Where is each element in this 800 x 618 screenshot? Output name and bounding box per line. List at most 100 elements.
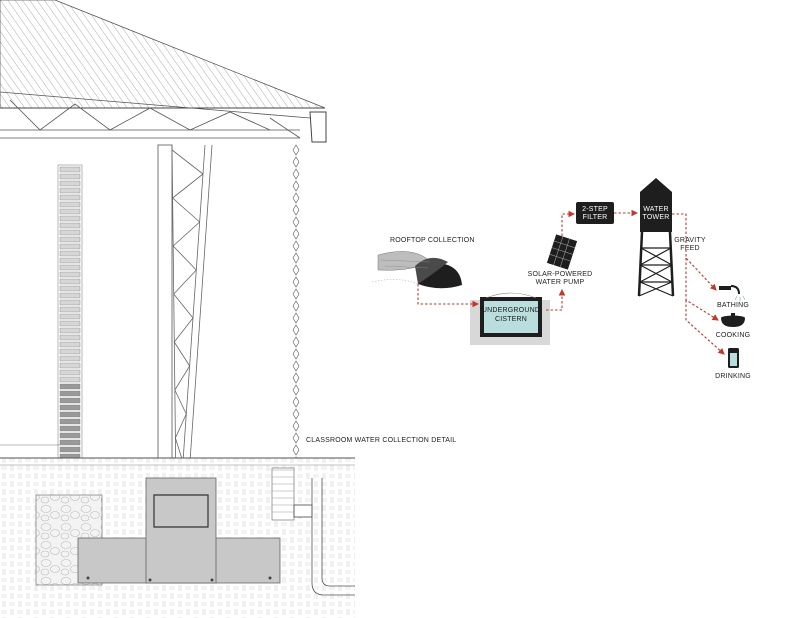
chain-link [292,420,300,432]
lattice-brace [174,365,190,391]
chain-link [292,144,300,156]
brick [59,180,81,187]
arrow-tower-to-bathing [672,213,717,291]
drain-brick [271,467,295,521]
brick [59,432,81,439]
detail-caption: CLASSROOM WATER COLLECTION DETAIL [306,437,456,444]
chain-link [292,444,300,456]
chain-link [292,240,300,252]
rain-chain [292,144,300,516]
brick [59,376,81,383]
solar-panel-icon [546,234,578,270]
flow-arrows [417,209,725,355]
pump-label-2: WATER PUMP [536,279,585,286]
brick [59,201,81,208]
brick [59,264,81,271]
brick [59,418,81,425]
glass-icon [728,348,739,368]
chain-link [292,180,300,192]
brick [59,327,81,334]
brick [59,222,81,229]
brick [59,313,81,320]
brick [59,362,81,369]
tower-label-2: TOWER [643,214,670,221]
brick [59,229,81,236]
chain-link [292,204,300,216]
chain-link [292,216,300,228]
brick [59,173,81,180]
lattice-brace [175,413,187,439]
brick [59,285,81,292]
lattice-brace [172,221,200,247]
brick [59,341,81,348]
brick [59,257,81,264]
arrow-pump-to-filter [561,210,576,236]
arrow-roof-to-cistern [417,284,480,308]
use-label-bathing: BATHING [717,302,749,309]
chain-link [292,228,300,240]
arrow-tower-to-drinking [685,300,725,355]
underground-cistern-icon: UNDERGROUND CISTERN [470,292,550,345]
brick [59,390,81,397]
brick [59,404,81,411]
chain-link [292,312,300,324]
filter-label-1: 2-STEP [582,206,608,213]
brick [59,355,81,362]
pump-label-1: SOLAR-POWERED [528,271,593,278]
lattice-brace [171,149,204,175]
chain-link [292,300,300,312]
chain-link [292,432,300,444]
chain-link [292,252,300,264]
brick [59,243,81,250]
classroom-section-drawing [0,0,355,618]
brick [59,278,81,285]
brick [59,439,81,446]
brick [59,187,81,194]
brick [59,334,81,341]
base-plate [153,494,209,528]
chain-link [292,372,300,384]
chain-link [292,396,300,408]
lattice-brace [173,317,194,343]
brick [59,299,81,306]
roof-truss [0,91,311,139]
arrow-tower-to-cooking [685,258,719,321]
roof-gutter [309,111,327,143]
filter-box: 2-STEP FILTER [576,202,614,224]
pot-icon [721,313,745,327]
chain-link [292,192,300,204]
chain-link [292,408,300,420]
brick [59,425,81,432]
lattice-brace [172,245,197,271]
brick [59,271,81,278]
brick [59,250,81,257]
steel-post [157,144,173,491]
brick [59,383,81,390]
chain-link [292,156,300,168]
chain-link [292,336,300,348]
chain-link [292,288,300,300]
chain-link [292,348,300,360]
brick [59,411,81,418]
brick [59,369,81,376]
drain-pipe [311,478,355,596]
gravity-label-1: GRAVITY [674,237,706,244]
gravity-label-2: FEED [680,245,699,252]
arrow-cistern-to-pump [546,288,566,311]
lattice-column [171,144,213,491]
rooftop-collection-label: ROOFTOP COLLECTION [390,237,475,244]
brick [59,306,81,313]
concrete-pier [145,477,217,584]
brick [59,208,81,215]
brick [59,397,81,404]
cistern-label-1: UNDERGROUND [482,307,540,314]
roof-sheeting [0,0,326,109]
lattice-brace [174,389,187,415]
lattice-brace [173,269,197,295]
shower-icon [719,285,746,301]
filter-label-2: FILTER [583,214,608,221]
lattice-brace [173,341,190,367]
cistern-label-2: CISTERN [495,316,527,323]
